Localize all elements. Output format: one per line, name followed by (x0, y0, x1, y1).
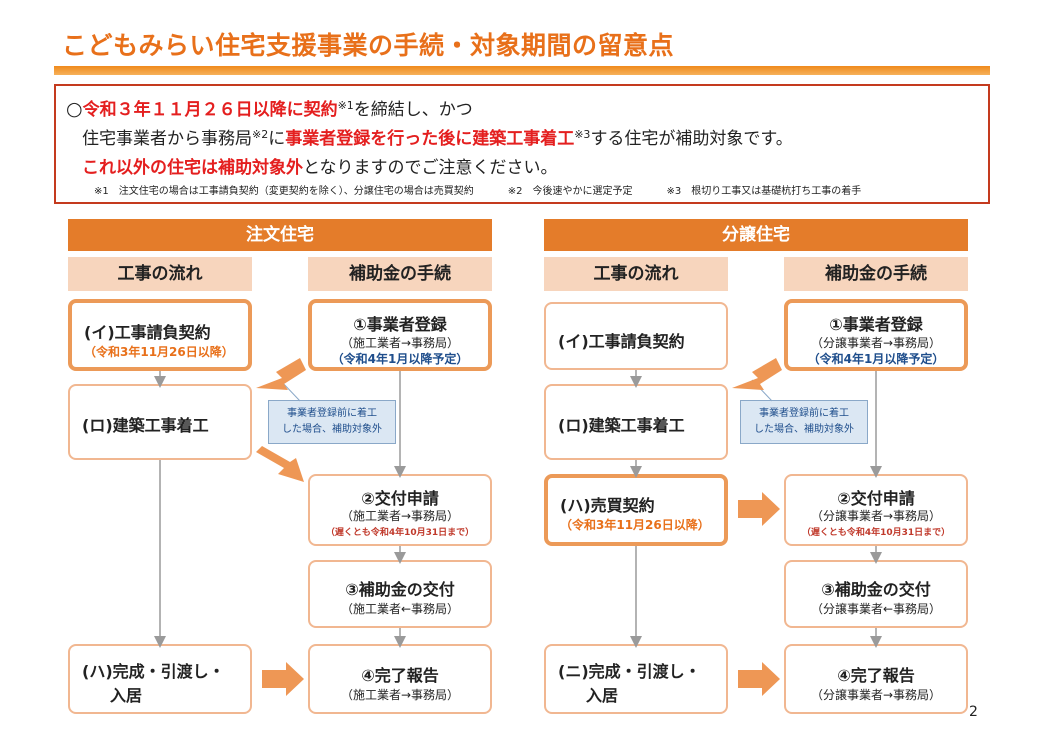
notice-line-2-c: する住宅が補助対象です。 (590, 129, 793, 149)
left-proc-report-label: ④完了報告 (361, 666, 439, 685)
notice-exclusion: これ以外の住宅は補助対象外 (82, 158, 303, 178)
left-flow-completion-label-2: 入居 (110, 686, 143, 705)
right-flow-sale-contract: (ハ)売買契約 （令和3年11月26日以降） (544, 474, 728, 546)
right-proc-registration-sub: （分譲事業者→事務局） (810, 336, 942, 350)
right-proc-report-label: ④完了報告 (837, 666, 915, 685)
left-proc-application: ②交付申請 （施工業者→事務局） （遅くとも令和4年10月31日まで） (308, 474, 492, 546)
right-callout-line-1: 事業者登録前に着工 (759, 408, 849, 419)
right-arrow-completion-to-report (738, 662, 780, 696)
right-proc-application: ②交付申請 （分譲事業者→事務局） （遅くとも令和4年10月31日まで） (784, 474, 968, 546)
left-col-proc-header: 補助金の手続 (308, 257, 492, 291)
right-flow-contract: (イ)工事請負契約 (544, 302, 728, 370)
notice-line-1: ○令和３年１１月２６日以降に契約※1を締結し、かつ (66, 95, 473, 120)
right-flow-sale-contract-label: (ハ)売買契約 (560, 496, 655, 515)
right-flow-completion-label-1: (ニ)完成・引渡し・ (558, 662, 701, 681)
right-flow-construction-label: (ロ)建築工事着工 (558, 416, 685, 435)
right-proc-registration: ①事業者登録 （分譲事業者→事務局） （令和4年1月以降予定） (784, 299, 968, 371)
notice-contract-date: 令和３年１１月２６日以降に契約 (82, 100, 338, 120)
left-proc-application-deadline: （遅くとも令和4年10月31日まで） (325, 528, 475, 538)
footnote-2: ※2 今後速やかに選定予定 (507, 186, 633, 197)
left-section-header: 注文住宅 (68, 219, 492, 251)
footnote-1: ※1 注文住宅の場合は工事請負契約（変更契約を除く）、分譲住宅の場合は売買契約 (94, 186, 474, 197)
left-flow-contract-date: （令和3年11月26日以降） (84, 345, 234, 359)
notice-line-2-b: に (268, 129, 286, 149)
left-flow-completion: (ハ)完成・引渡し・ 入居 (68, 644, 252, 714)
left-flow-construction: (ロ)建築工事着工 (68, 384, 252, 460)
page-number: 2 (969, 704, 978, 720)
right-proc-registration-label: ①事業者登録 (829, 315, 923, 334)
right-flow-contract-label: (イ)工事請負契約 (558, 332, 685, 351)
right-flow-sale-contract-date: （令和3年11月26日以降） (560, 518, 710, 532)
left-arrow-registration-to-construction (256, 358, 306, 390)
page-title: こどもみらい住宅支援事業の手続・対象期間の留意点 (62, 31, 675, 60)
left-arrow-construction-to-application (256, 446, 304, 482)
right-arrow-sale-to-application (738, 492, 780, 526)
left-arrow-completion-to-report (262, 662, 304, 696)
right-proc-grant-sub: （分譲事業者←事務局） (810, 602, 942, 616)
left-proc-report-sub: （施工業者→事務局） (340, 688, 460, 702)
right-arrow-registration-to-construction (732, 358, 782, 390)
left-callout-line-2: した場合、補助対象外 (282, 424, 382, 435)
right-col-flow-header: 工事の流れ (544, 257, 728, 291)
left-proc-grant: ③補助金の交付 （施工業者←事務局） (308, 560, 492, 628)
right-proc-grant: ③補助金の交付 （分譲事業者←事務局） (784, 560, 968, 628)
left-col-flow-header: 工事の流れ (68, 257, 252, 291)
right-flow-completion-label-2: 入居 (586, 686, 619, 705)
right-proc-report: ④完了報告 （分譲事業者→事務局） (784, 644, 968, 714)
right-flow-completion: (ニ)完成・引渡し・ 入居 (544, 644, 728, 714)
right-callout-pointer (751, 379, 773, 402)
right-proc-report-sub: （分譲事業者→事務局） (810, 688, 942, 702)
notice-line-3: これ以外の住宅は補助対象外となりますのでご注意ください。 (82, 153, 558, 178)
notice-bullet: ○ (66, 98, 83, 120)
left-callout-line-1: 事業者登録前に着工 (287, 408, 377, 419)
right-flow-construction: (ロ)建築工事着工 (544, 384, 728, 460)
right-proc-application-label: ②交付申請 (837, 489, 915, 508)
left-flow-construction-label: (ロ)建築工事着工 (82, 416, 209, 435)
right-col-proc-header: 補助金の手続 (784, 257, 968, 291)
title-underline (54, 66, 990, 75)
notice-line-1-rest: を締結し、かつ (353, 100, 473, 120)
footnote-ref-3: ※3 (574, 128, 591, 141)
left-proc-application-label: ②交付申請 (361, 489, 439, 508)
left-proc-grant-label: ③補助金の交付 (345, 580, 455, 599)
right-proc-application-deadline: （遅くとも令和4年10月31日まで） (801, 528, 951, 538)
left-callout-pointer (279, 379, 301, 402)
left-proc-report: ④完了報告 （施工業者→事務局） (308, 644, 492, 714)
footnote-ref-2: ※2 (252, 128, 269, 141)
left-proc-registration-sub: （施工業者→事務局） (340, 336, 460, 350)
footnote-ref-1: ※1 (337, 99, 354, 112)
right-proc-application-sub: （分譲事業者→事務局） (810, 509, 942, 523)
right-section-header: 分譲住宅 (544, 219, 968, 251)
notice-line-2: 住宅事業者から事務局※2に事業者登録を行った後に建築工事着工※3する住宅が補助対… (82, 124, 793, 149)
right-proc-registration-note: （令和4年1月以降予定） (807, 352, 945, 366)
left-proc-registration-label: ①事業者登録 (353, 315, 447, 334)
footnotes: ※1 注文住宅の場合は工事請負契約（変更契約を除く）、分譲住宅の場合は売買契約 ※… (94, 182, 895, 197)
left-flow-contract-label: (イ)工事請負契約 (84, 323, 211, 342)
right-proc-grant-label: ③補助金の交付 (821, 580, 931, 599)
left-proc-grant-sub: （施工業者←事務局） (340, 602, 460, 616)
right-callout-line-2: した場合、補助対象外 (754, 424, 854, 435)
footnote-3: ※3 根切り工事又は基礎杭打ち工事の着手 (666, 186, 862, 197)
notice-registration-condition: 事業者登録を行った後に建築工事着工 (285, 129, 575, 149)
left-warning-callout: 事業者登録前に着工 した場合、補助対象外 (268, 400, 396, 444)
left-proc-registration: ①事業者登録 （施工業者→事務局） （令和4年1月以降予定） (308, 299, 492, 371)
left-proc-application-sub: （施工業者→事務局） (340, 509, 460, 523)
left-proc-registration-note: （令和4年1月以降予定） (331, 352, 469, 366)
left-flow-completion-label-1: (ハ)完成・引渡し・ (82, 662, 225, 681)
notice-line-2-a: 住宅事業者から事務局 (82, 129, 252, 149)
right-warning-callout: 事業者登録前に着工 した場合、補助対象外 (740, 400, 868, 444)
notice-line-3-rest: となりますのでご注意ください。 (303, 158, 558, 178)
notice-box: ○令和３年１１月２６日以降に契約※1を締結し、かつ 住宅事業者から事務局※2に事… (54, 84, 990, 204)
left-flow-contract: (イ)工事請負契約 （令和3年11月26日以降） (68, 299, 252, 371)
